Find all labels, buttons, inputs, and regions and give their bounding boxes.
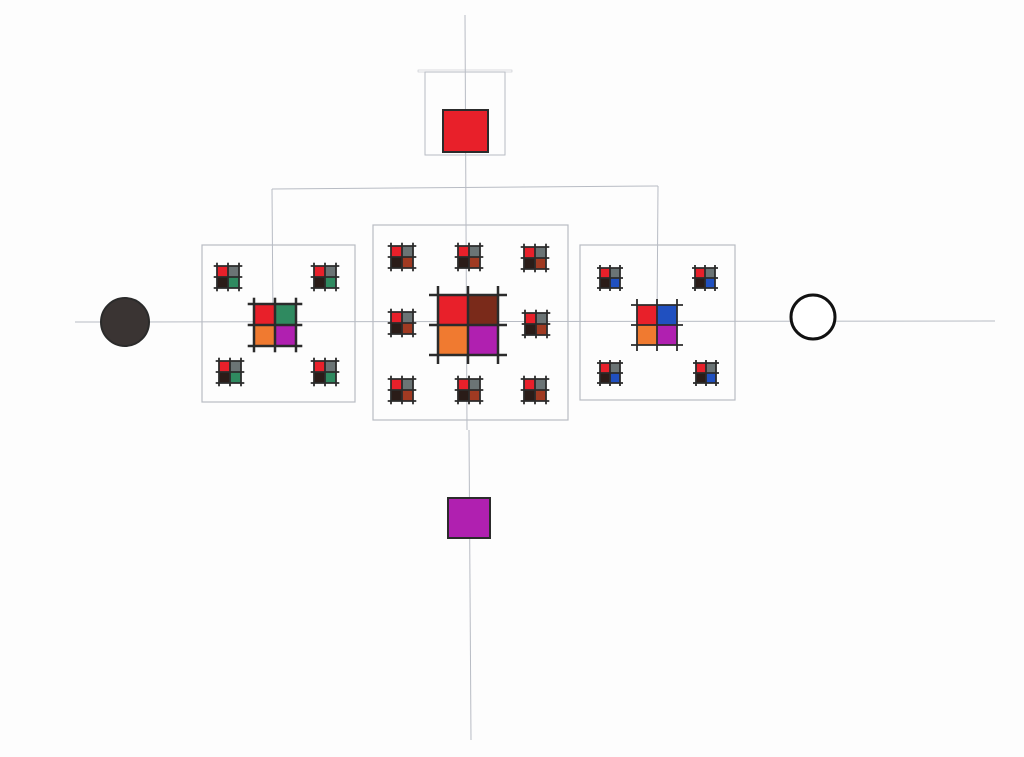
- right-panel-frame: [579, 244, 736, 401]
- center-panel-small-tile-cell: [469, 257, 480, 268]
- center-panel-small-tile-cell: [391, 246, 402, 257]
- center-panel-small-tile-cell: [402, 257, 413, 268]
- right-node-open-circle: [789, 293, 837, 341]
- right-panel-small-tile-cell: [610, 373, 620, 383]
- right-panel-center-tile-cell: [657, 305, 677, 325]
- right-panel-small-tile-cell: [610, 363, 620, 373]
- vertical-axis-line-bottom: [468, 429, 472, 741]
- vertical-axis-line-top: [464, 14, 468, 431]
- left-panel-small-tile-cell: [314, 372, 325, 383]
- center-panel-small-tile-cell: [524, 247, 535, 258]
- center-panel-small-tile-cell: [469, 246, 480, 257]
- center-panel-frame: [372, 224, 569, 421]
- center-panel-small-tile-cell: [525, 313, 536, 324]
- left-panel-small-tile-cell: [314, 266, 325, 277]
- right-panel-center-tile-cell: [657, 325, 677, 345]
- left-panel-small-tile-cell: [325, 266, 336, 277]
- center-panel-small-tile-cell: [402, 312, 413, 323]
- center-panel-center-tile-cell: [438, 325, 468, 355]
- left-panel-small-tile-cell: [230, 372, 241, 383]
- right-panel-small-tile-cell: [610, 278, 620, 288]
- right-panel-small-tile-cell: [705, 278, 715, 288]
- right-panel-small-tile-cell: [695, 278, 705, 288]
- right-panel-small-tile-cell: [600, 373, 610, 383]
- center-panel-center-tile-cell: [468, 295, 498, 325]
- top-square: [442, 109, 489, 153]
- right-panel-small-tile-cell: [705, 268, 715, 278]
- left-panel-small-tile-cell: [230, 361, 241, 372]
- left-panel-small-tile-cell: [314, 361, 325, 372]
- left-panel-small-tile-cell: [219, 372, 230, 383]
- center-panel-small-tile-cell: [524, 379, 535, 390]
- center-panel-small-tile-cell: [535, 247, 546, 258]
- left-panel-small-tile-cell: [325, 361, 336, 372]
- top-frame-tick: [417, 69, 513, 73]
- connector-left-drop: [271, 188, 274, 323]
- center-panel-small-tile-cell: [391, 390, 402, 401]
- connector-bar: [271, 185, 659, 190]
- center-panel-small-tile-cell: [402, 246, 413, 257]
- center-panel-small-tile-cell: [524, 390, 535, 401]
- center-panel-small-tile-cell: [525, 324, 536, 335]
- left-panel-small-tile-cell: [325, 277, 336, 288]
- left-panel-frame: [201, 244, 356, 403]
- right-panel-small-tile-cell: [600, 268, 610, 278]
- right-panel-small-tile-cell: [695, 268, 705, 278]
- center-panel-small-tile-cell: [535, 390, 546, 401]
- center-panel-center-tile-cell: [468, 325, 498, 355]
- right-panel-small-tile-cell: [696, 373, 706, 383]
- center-panel-small-tile-cell: [402, 379, 413, 390]
- left-panel-small-tile-cell: [325, 372, 336, 383]
- center-panel-small-tile-cell: [391, 312, 402, 323]
- right-panel-small-tile-cell: [600, 363, 610, 373]
- center-panel-small-tile-cell: [391, 257, 402, 268]
- left-panel-small-tile-cell: [314, 277, 325, 288]
- right-panel-center-tile-cell: [637, 325, 657, 345]
- right-panel-small-tile-cell: [706, 363, 716, 373]
- right-panel-small-tile-cell: [600, 278, 610, 288]
- right-panel-small-tile-cell: [696, 363, 706, 373]
- center-panel-small-tile-cell: [458, 246, 469, 257]
- center-panel-small-tile-cell: [524, 258, 535, 269]
- left-node-filled-circle: [100, 297, 150, 347]
- center-panel-small-tile-cell: [391, 323, 402, 334]
- right-panel-small-tile-cell: [706, 373, 716, 383]
- right-panel-center-tile-cell: [637, 305, 657, 325]
- center-panel-small-tile-cell: [402, 390, 413, 401]
- center-panel-small-tile-cell: [536, 324, 547, 335]
- center-panel-small-tile-cell: [535, 379, 546, 390]
- center-panel-center-tile-cell: [438, 295, 468, 325]
- left-panel-center-tile-cell: [254, 325, 275, 346]
- left-panel-center-tile-cell: [275, 304, 296, 325]
- center-panel-small-tile-cell: [469, 379, 480, 390]
- left-panel-center-tile-cell: [254, 304, 275, 325]
- center-panel-small-tile-cell: [458, 390, 469, 401]
- left-panel-small-tile-cell: [217, 277, 228, 288]
- left-panel-center-tile-cell: [275, 325, 296, 346]
- center-panel-small-tile-cell: [535, 258, 546, 269]
- right-panel-small-tile-cell: [610, 268, 620, 278]
- center-panel-small-tile-cell: [391, 379, 402, 390]
- center-panel-small-tile-cell: [458, 379, 469, 390]
- left-panel-small-tile-cell: [228, 266, 239, 277]
- center-panel-small-tile-cell: [458, 257, 469, 268]
- center-panel-small-tile-cell: [536, 313, 547, 324]
- left-panel-small-tile-cell: [228, 277, 239, 288]
- left-panel-small-tile-cell: [219, 361, 230, 372]
- left-panel-small-tile-cell: [217, 266, 228, 277]
- bottom-square: [447, 497, 491, 539]
- center-panel-small-tile-cell: [469, 390, 480, 401]
- center-panel-small-tile-cell: [402, 323, 413, 334]
